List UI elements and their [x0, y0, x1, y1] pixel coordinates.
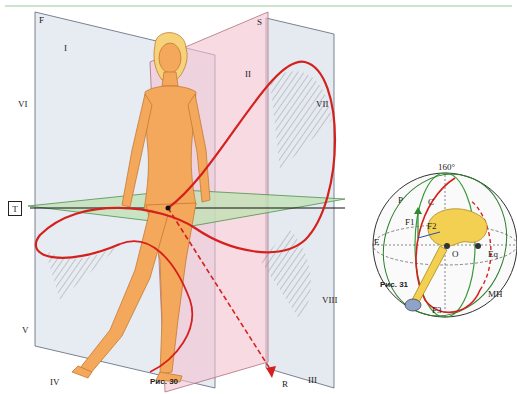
plane-letter: S [257, 18, 262, 27]
figure-caption: Рис. 31 [380, 281, 408, 289]
plane-number: I [64, 44, 67, 53]
point-letter: O [452, 250, 459, 259]
point-letter: MH [488, 290, 503, 299]
force-label: F3 [432, 306, 442, 315]
figure-caption: Рис. 30 [150, 378, 178, 386]
plane-tag-box: T [8, 201, 22, 216]
hip-point [166, 206, 171, 211]
plane-letter: F [39, 16, 44, 25]
hatched-area [45, 245, 120, 300]
axis-letter: R [282, 380, 288, 389]
plane-number: IV [50, 378, 60, 387]
point-letter: Eq [488, 250, 498, 259]
plane-tag: T [9, 205, 21, 214]
point-letter: E [374, 238, 380, 247]
plane-number: III [308, 376, 317, 385]
hatched-area [270, 71, 332, 170]
plane-number: V [22, 326, 29, 335]
plane-number: VIII [322, 296, 338, 305]
plane-number: VII [316, 100, 329, 109]
sphere-diagram [364, 157, 517, 333]
angle-label: 160° [438, 163, 455, 172]
hatched-area [260, 230, 311, 320]
arrow-head [266, 366, 276, 378]
woman-figure [72, 33, 210, 382]
plane-number: VI [18, 100, 28, 109]
axis-r [168, 208, 272, 372]
plane-number: II [245, 70, 251, 79]
top-rule [5, 6, 512, 7]
point-letter: C [428, 198, 434, 207]
force-label: F1 [405, 218, 415, 227]
point-letter: P [398, 196, 403, 205]
circumduction-curve [36, 62, 335, 258]
circumduction-curve [120, 241, 192, 372]
force-label: F2 [427, 222, 437, 231]
